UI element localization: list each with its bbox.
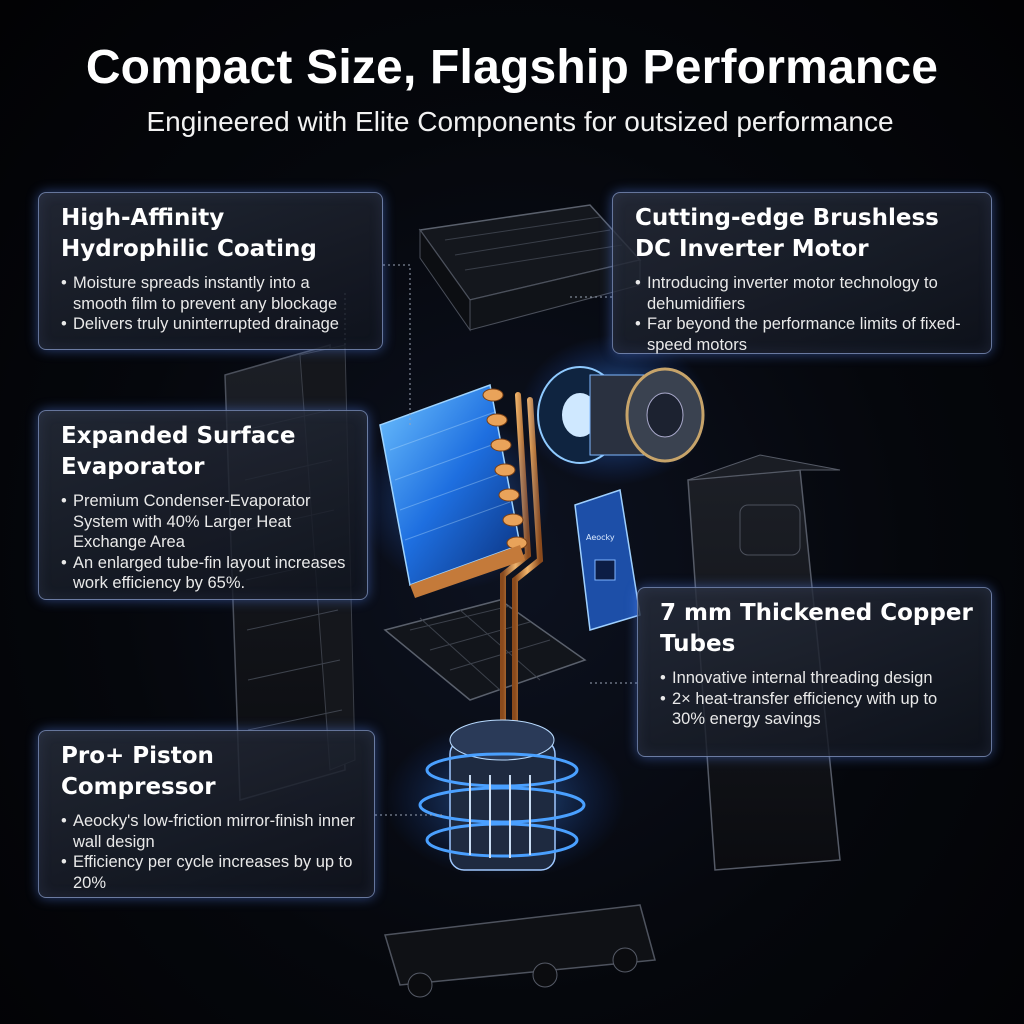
feature-bullet: An enlarged tube-fin layout increases wo… (61, 553, 349, 594)
control-board: Aeocky (574, 489, 641, 631)
feature-bullet: Moisture spreads instantly into a smooth… (61, 273, 364, 314)
feature-bullet: Delivers truly uninterrupted drainage (61, 314, 364, 335)
feature-card-hydrophilic-coating: High-Affinity Hydrophilic Coating Moistu… (38, 192, 383, 350)
feature-title: 7 mm Thickened Copper Tubes (660, 600, 973, 657)
evaporator-coil (360, 383, 550, 598)
feature-bullet: Efficiency per cycle increases by up to … (61, 852, 356, 893)
feature-title: Pro+ Piston Compressor (61, 743, 216, 800)
feature-bullet: Aeocky's low-friction mirror-finish inne… (61, 811, 356, 852)
pcb-brand-label: Aeocky (586, 533, 615, 542)
feature-card-copper-tubes: 7 mm Thickened Copper Tubes Innovative i… (637, 587, 992, 757)
feature-title: High-Affinity Hydrophilic Coating (61, 205, 317, 262)
feature-bullet: Far beyond the performance limits of fix… (635, 314, 973, 355)
feature-title: Cutting-edge Brushless DC Inverter Motor (635, 205, 939, 262)
inverter-motor (520, 335, 710, 485)
page-title: Compact Size, Flagship Performance (85, 41, 939, 94)
page-subtitle: Engineered with Elite Components for out… (146, 106, 894, 137)
feature-card-expanded-evaporator: Expanded Surface Evaporator Premium Cond… (38, 410, 368, 600)
feature-title: Expanded Surface Evaporator (61, 423, 296, 480)
top-tray (418, 204, 642, 332)
feature-card-piston-compressor: Pro+ Piston Compressor Aeocky's low-fric… (38, 730, 375, 898)
feature-bullet: Premium Condenser-Evaporator System with… (61, 491, 349, 553)
piston-compressor (385, 719, 625, 880)
base-with-wheels (384, 904, 656, 998)
feature-bullet: 2× heat-transfer efficiency with up to 3… (660, 689, 973, 730)
feature-card-brushless-motor: Cutting-edge Brushless DC Inverter Motor… (612, 192, 992, 354)
feature-bullet: Innovative internal threading design (660, 668, 973, 689)
mid-chassis (383, 599, 587, 701)
feature-bullet: Introducing inverter motor technology to… (635, 273, 973, 314)
